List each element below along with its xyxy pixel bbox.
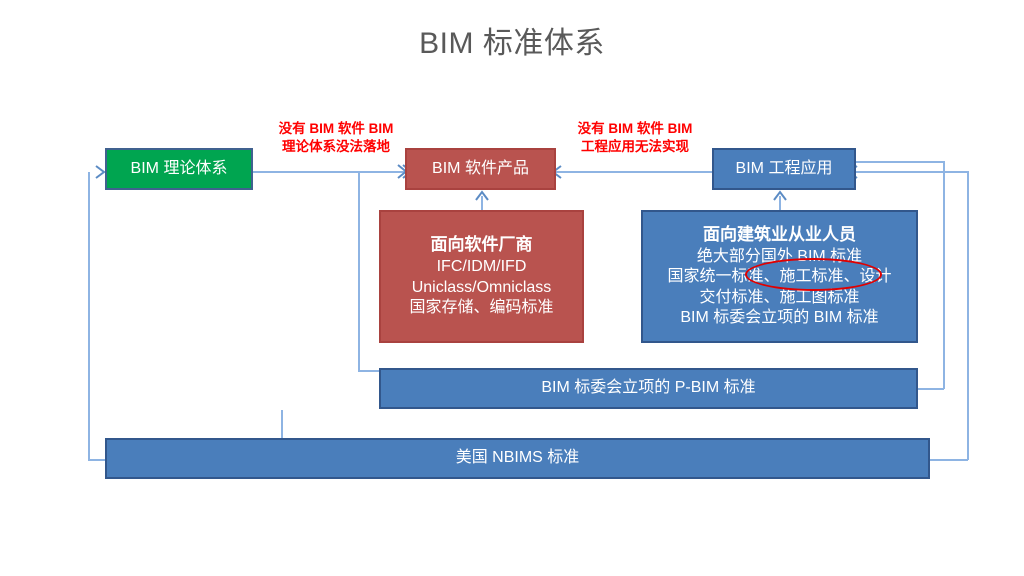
arrowhead-into-theory xyxy=(95,165,106,179)
connector-application-to-software xyxy=(556,171,712,173)
band-pbim-standard[interactable]: BIM 标委会立项的 P-BIM 标准 xyxy=(379,368,918,409)
detail-software-line-1: IFC/IDM/IFD xyxy=(436,258,527,276)
detail-application-line-4: BIM 标委会立项的 BIM 标准 xyxy=(680,309,879,327)
connector-nbims-to-theory-vertical xyxy=(88,172,90,460)
annotation-left: 没有 BIM 软件 BIM 理论体系没法落地 xyxy=(256,120,416,156)
connector-nbims-right-horizontal xyxy=(930,459,968,461)
connector-software-link-to-pbim-vertical xyxy=(358,171,360,371)
node-bim-application-label: BIM 工程应用 xyxy=(735,159,833,177)
arrowhead-detail-software-up xyxy=(475,190,489,201)
detail-box-industry-practitioners[interactable]: 面向建筑业从业人员 绝大部分国外 BIM 标准 国家统一标准、施工标准、设计 交… xyxy=(641,210,918,343)
detail-application-line-2: 国家统一标准、施工标准、设计 xyxy=(667,268,892,286)
page-title: BIM 标准体系 xyxy=(419,27,605,60)
annotation-right-line2: 工程应用无法实现 xyxy=(581,139,689,155)
annotation-left-line2: 理论体系没法落地 xyxy=(282,139,390,155)
connector-software-link-to-pbim-horizontal xyxy=(358,370,382,372)
node-bim-software-label: BIM 软件产品 xyxy=(432,159,529,177)
detail-software-line-2: Uniclass/Omniclass xyxy=(411,278,552,296)
detail-application-line-3: 交付标准、施工图标准 xyxy=(699,288,860,306)
connector-detail-software-to-software xyxy=(481,196,483,210)
connector-nbims-top-horizontal xyxy=(856,171,968,173)
annotation-right-line1: 没有 BIM 软件 BIM xyxy=(577,121,693,136)
connector-nbims-to-theory-horizontal xyxy=(88,459,108,461)
connector-nbims-right-vertical xyxy=(967,171,969,460)
band-pbim-standard-label: BIM 标委会立项的 P-BIM 标准 xyxy=(541,379,756,397)
band-nbims-standard-label: 美国 NBIMS 标准 xyxy=(455,449,580,467)
detail-box-software-vendors[interactable]: 面向软件厂商 IFC/IDM/IFD Uniclass/Omniclass 国家… xyxy=(379,210,584,343)
connector-theory-to-software xyxy=(253,171,405,173)
arrowhead-detail-application-up xyxy=(773,190,787,201)
connector-pbim-right-vertical xyxy=(943,161,945,389)
connector-pbim-top-horizontal xyxy=(856,161,944,163)
detail-software-line-3: 国家存储、编码标准 xyxy=(409,299,554,317)
detail-software-heading: 面向软件厂商 xyxy=(430,235,533,255)
connector-detail-application-to-application xyxy=(779,196,781,210)
band-nbims-standard[interactable]: 美国 NBIMS 标准 xyxy=(105,438,930,479)
annotation-left-line1: 没有 BIM 软件 BIM xyxy=(278,121,394,136)
detail-application-heading: 面向建筑业从业人员 xyxy=(703,225,856,245)
connector-pbim-to-nbims-tick xyxy=(281,410,283,438)
node-bim-theory-label: BIM 理论体系 xyxy=(130,159,228,177)
node-bim-application[interactable]: BIM 工程应用 xyxy=(712,148,856,190)
annotation-right: 没有 BIM 软件 BIM 工程应用无法实现 xyxy=(555,120,715,156)
node-bim-theory[interactable]: BIM 理论体系 xyxy=(105,148,253,190)
node-bim-software[interactable]: BIM 软件产品 xyxy=(405,148,556,190)
connector-pbim-right-horizontal xyxy=(918,388,944,390)
detail-application-line-1: 绝大部分国外 BIM 标准 xyxy=(696,247,863,265)
